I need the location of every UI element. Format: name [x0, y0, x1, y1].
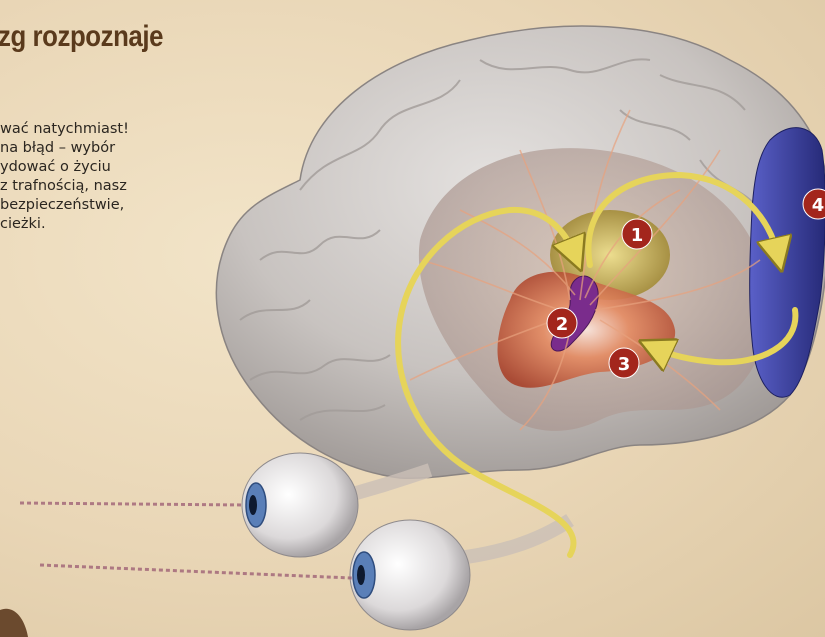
svg-text:3: 3	[618, 354, 631, 375]
svg-text:4: 4	[812, 195, 825, 216]
marker-2: 2	[547, 308, 577, 338]
marker-1: 1	[622, 219, 652, 249]
eyeball-icon	[350, 520, 470, 630]
eyeball-icon	[242, 453, 358, 557]
page-corner-shape	[0, 609, 28, 637]
marker-3: 3	[609, 348, 639, 378]
svg-text:1: 1	[631, 225, 644, 246]
svg-text:2: 2	[556, 314, 569, 335]
